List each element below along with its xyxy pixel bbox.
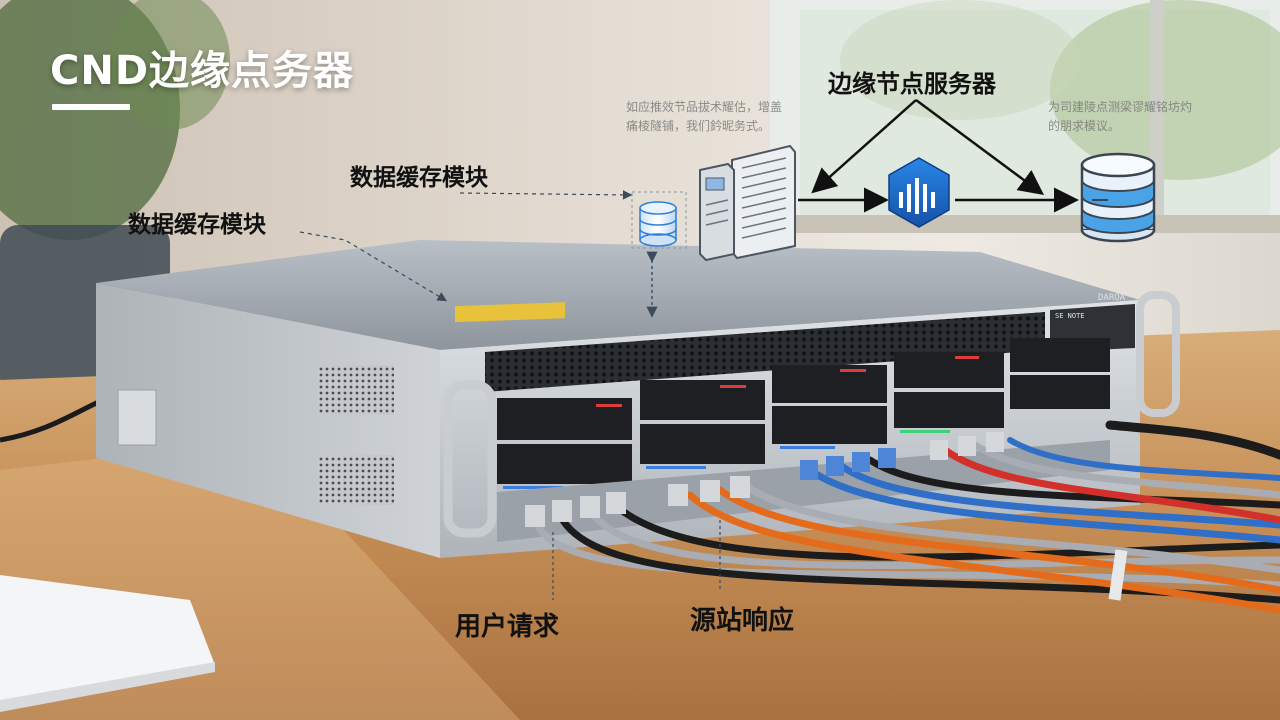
window-foliage	[1050, 0, 1280, 180]
title-underline	[52, 104, 130, 110]
side-label-sticker	[117, 389, 157, 446]
arrow-label-to-storage	[915, 98, 1045, 195]
side-vent-upper	[318, 365, 394, 415]
cable-gray	[741, 481, 1280, 574]
rack-handle-right	[1136, 291, 1180, 417]
cable-blue	[1007, 437, 1280, 481]
port-badge-text: SE NOTE	[1055, 312, 1085, 320]
cable-black	[611, 501, 1280, 561]
faint-note-left: 如应推效节品拔术耀估，增盖 痛棱隧铺，我们鈐昵务式。	[626, 98, 782, 136]
side-vent-lower	[318, 455, 394, 505]
hexagon-signal-icon	[888, 157, 950, 228]
led-red	[840, 369, 866, 372]
led-blue	[503, 486, 563, 489]
drive-bay	[640, 380, 765, 420]
database-icon	[639, 201, 677, 247]
faint-note-left-line1: 如应推效节品拔术耀估，增盖	[626, 100, 783, 114]
cache-dashed-box	[631, 191, 687, 249]
drive-bay	[894, 352, 1004, 388]
server-tower-icon	[699, 144, 796, 262]
label-edge-node-server: 边缘节点服务器	[828, 70, 996, 98]
cable-orange	[686, 491, 1280, 614]
drive-bay	[640, 424, 765, 464]
page-title: CND边缘点务器	[50, 48, 355, 94]
cable-orange	[716, 486, 1280, 594]
cable-blue	[806, 466, 1280, 544]
front-honeycomb-vent	[485, 312, 1045, 392]
leader-cache-module-2	[299, 231, 448, 302]
label-cache-module-2: 数据缓存模块	[128, 212, 266, 238]
led-red	[955, 356, 979, 359]
server-top-cover	[96, 240, 1140, 350]
led-blue	[780, 446, 835, 449]
faint-note-right-line1: 为司建陵点测梁谬耀铭坊灼	[1048, 100, 1193, 114]
plant-leaves-2	[110, 0, 230, 130]
led-blue	[646, 466, 706, 469]
faint-note-right-line2: 的朋求模议。	[1048, 119, 1121, 133]
faint-note-right: 为司建陵点测梁谬耀铭坊灼 的朋求模议。	[1048, 98, 1192, 136]
label-origin-response: 源站响应	[690, 606, 795, 636]
cable-gray	[586, 506, 1280, 570]
led-green	[900, 430, 950, 433]
port-panel	[497, 440, 1110, 542]
arrow-label-to-server	[811, 99, 917, 194]
window-sill	[770, 215, 1280, 233]
paper-stack-edge	[0, 662, 215, 712]
front-badge-text: DAROA	[1098, 293, 1126, 303]
cable-blue	[836, 461, 1280, 529]
power-cable-right	[1105, 420, 1280, 460]
drive-bay	[772, 365, 887, 403]
drive-bay	[1010, 375, 1110, 409]
drive-bay	[1010, 338, 1110, 372]
cable-tie	[1108, 549, 1128, 601]
drive-bay	[772, 406, 887, 444]
network-cables	[531, 420, 1280, 614]
storage-cylinder-icon	[1080, 152, 1156, 243]
faint-note-left-line2: 痛棱隧铺，我们鈐昵务式。	[626, 119, 771, 133]
window-foliage-2	[840, 0, 1080, 120]
cable-red	[941, 446, 1280, 524]
label-cache-module-1: 数据缓存模块	[350, 165, 488, 191]
drive-bays	[497, 338, 1110, 489]
cable-black	[556, 511, 1280, 604]
led-red	[596, 404, 622, 407]
warning-sticker	[455, 302, 565, 323]
drive-bay	[497, 444, 632, 484]
rj45-connectors	[525, 432, 1004, 527]
cable-black	[866, 456, 1280, 509]
led-red	[720, 385, 746, 388]
cable-gray	[971, 441, 1280, 499]
drive-bay	[894, 392, 1004, 428]
label-user-request: 用户请求	[455, 612, 560, 642]
rack-handle-left	[443, 380, 497, 538]
